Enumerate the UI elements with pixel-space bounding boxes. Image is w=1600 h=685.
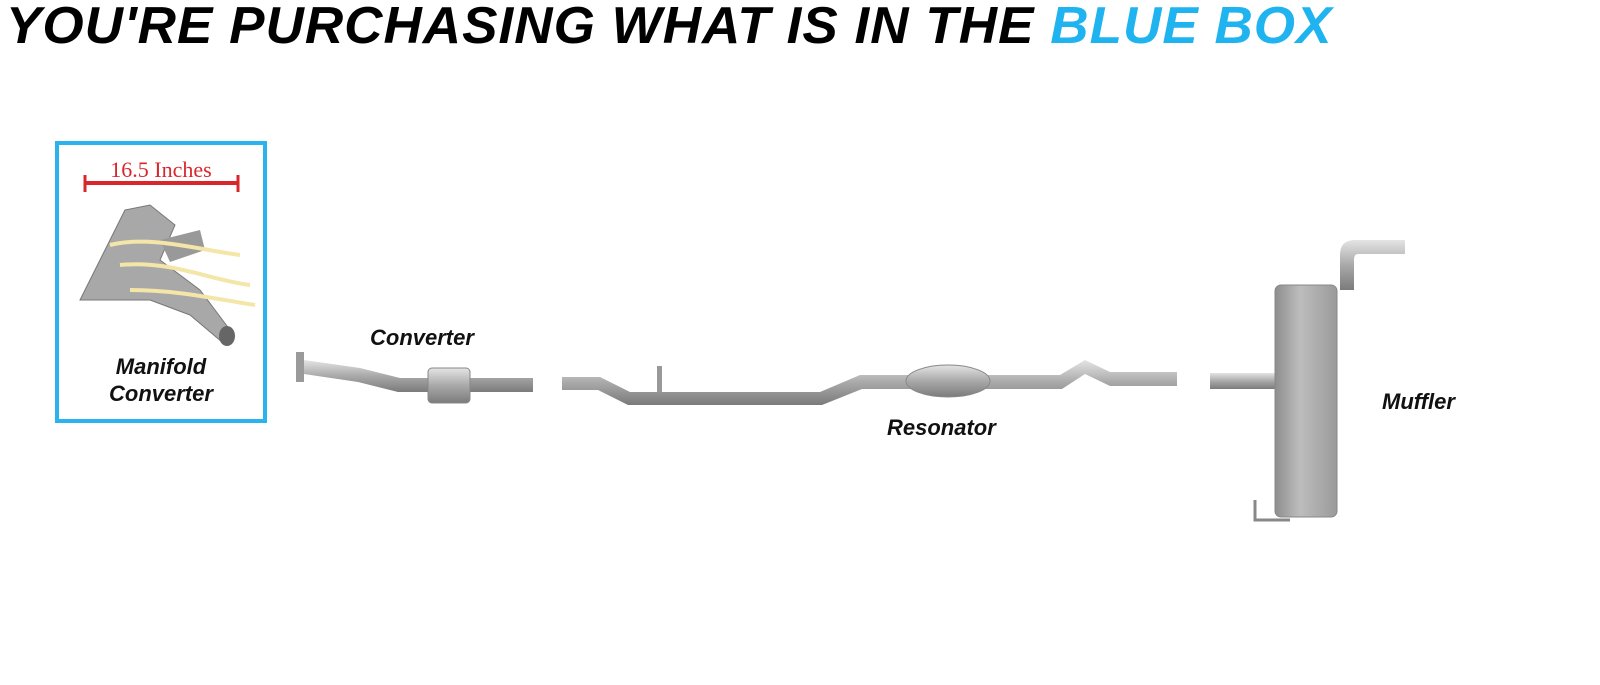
label-line-2: Converter [109,381,213,406]
title-highlight: BLUE BOX [1050,0,1333,55]
label-line-1: Manifold [115,354,207,379]
manifold-converter-image [79,204,256,346]
resonator-label: Resonator [887,415,996,440]
resonator-image [562,360,1177,405]
page-title: YOU'RE PURCHASING WHAT IS IN THE BLUE BO… [6,0,1332,56]
title-text: YOU'RE PURCHASING WHAT IS IN THE [6,0,1035,55]
measurement-label: 16.5 Inches [110,157,212,182]
converter-label: Converter [370,325,474,350]
selected-part-box: 16.5 Inches Manifold Converter [55,141,267,423]
measurement-line [83,175,240,192]
muffler-label: Muffler [1382,389,1455,414]
muffler-image [1210,240,1405,522]
manifold-converter-label: Manifold Converter [59,353,263,407]
converter-image [296,352,533,404]
